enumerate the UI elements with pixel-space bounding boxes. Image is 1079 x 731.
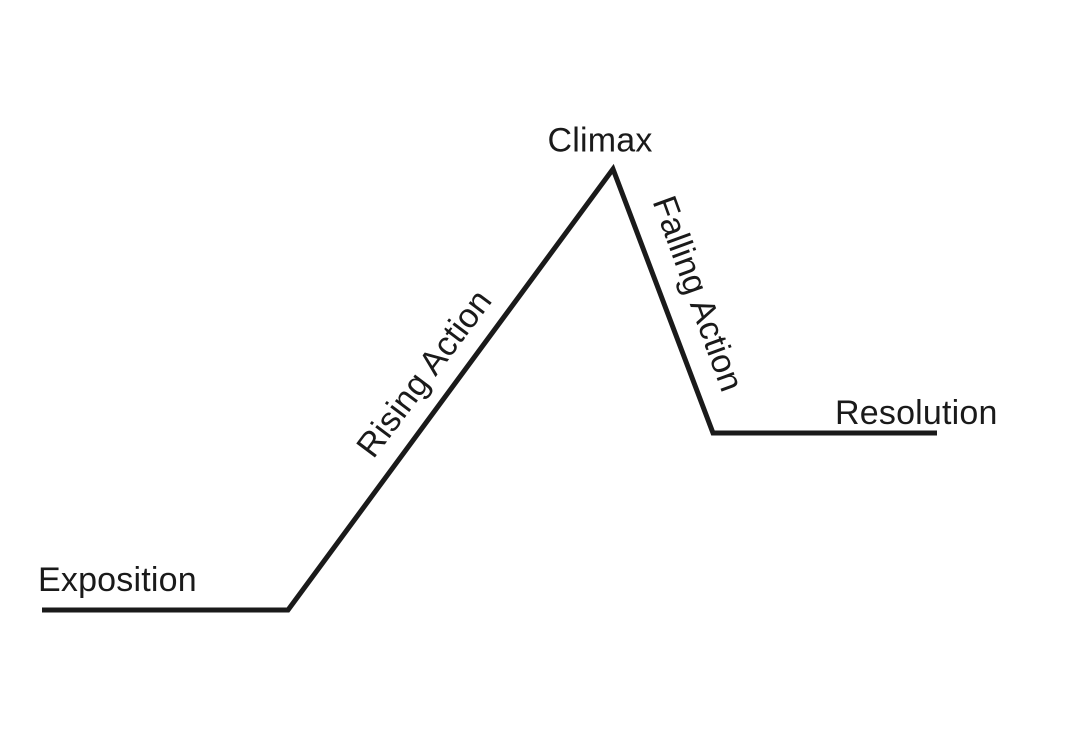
climax-label: Climax (547, 121, 653, 160)
exposition-label: Exposition (38, 561, 197, 599)
resolution-label: Resolution (835, 394, 998, 432)
plot-line (42, 163, 937, 613)
